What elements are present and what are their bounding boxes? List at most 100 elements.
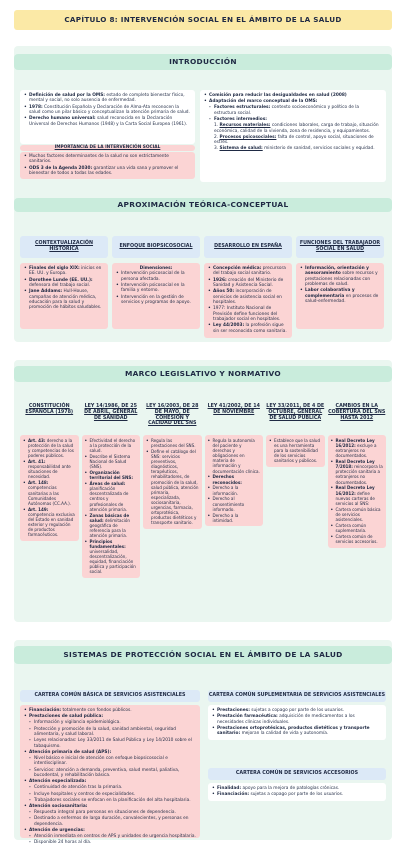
- item-label: Concepción médica:: [213, 266, 262, 271]
- list-item: ODS 3 de la Agenda 2030: garantizar una …: [24, 166, 191, 177]
- list-item: Años 50: incorporación de servicios de a…: [208, 289, 288, 305]
- list-item: Prestación farmacéutica: adquisición de …: [212, 714, 382, 725]
- item-text: Protección y promoción de la salud, sani…: [34, 726, 176, 738]
- list-item: Jane Addams: Hull-House, campañas de ate…: [24, 289, 104, 311]
- accessory-portfolio-card: Cartera común de servicios accesorios Fi…: [208, 768, 386, 812]
- item-label: Recursos materiales:: [219, 123, 271, 129]
- item-text: Disponible 24 horas al día.: [34, 840, 92, 846]
- item-label: Prestaciones de salud pública:: [29, 714, 104, 720]
- approach-column-title: Enfoque biopsicosocial: [112, 236, 200, 258]
- item-label: Jane Addams:: [29, 289, 63, 295]
- list-item: Finalidad: apoyo para la mejora de patol…: [212, 786, 382, 792]
- legal-column-title: Ley 41/2002, de 14 de noviembre: [207, 404, 260, 415]
- item-text: Cartera común suplementaria.: [335, 522, 367, 533]
- item-label: Labor colaborativa y complementaria: [305, 288, 355, 299]
- item-label: Derechos reconocidos:: [212, 474, 242, 485]
- supplementary-portfolio-title: Cartera común suplementaria de servicios…: [208, 690, 386, 702]
- list-item: Incluye hospitales y centros de especial…: [24, 791, 196, 798]
- item-text: estado de completo bienestar físico, men…: [29, 93, 185, 104]
- list-item: Respuesta integral para personas en situ…: [24, 810, 196, 816]
- list-item: Labor colaborativa y complementaria en p…: [300, 288, 380, 304]
- item-label: Principios fundamentales:: [89, 538, 126, 549]
- list-item: Finales del siglo XIX: inicios en EE. UU…: [24, 266, 104, 277]
- item-label: Real Decreto Ley 7/2018:: [335, 459, 375, 470]
- list-item: Atención primaria de salud (APS):: [24, 750, 196, 756]
- item-text: Intervención en la gestión de servicios …: [121, 294, 191, 306]
- list-item: Servicios: atención a demanda, preventiv…: [24, 768, 196, 779]
- item-label: Dorothee Lunde (EE. UU.):: [29, 277, 93, 283]
- item-text: ministerio de sanidad, servicios sociale…: [262, 146, 375, 152]
- list-item: Intervención psicosocial de la persona a…: [116, 271, 196, 282]
- item-text: Constitución Española y Declaración de A…: [29, 104, 190, 116]
- item-text: contexto socioeconómico y político de la…: [214, 105, 360, 116]
- list-item: 1926: creación del Ministerio de Sanidad…: [208, 278, 288, 289]
- item-text: universalidad, descentralización, equida…: [89, 548, 136, 575]
- item-number: 2.: [214, 134, 220, 140]
- item-text: apoyo para la mejora de patologías cróni…: [241, 786, 340, 791]
- list-item: Factores estructurales: contexto socioec…: [204, 105, 382, 116]
- legal-column: Ley 14/1986, de 25 de abril, General de …: [81, 404, 140, 579]
- item-label: Art. 43:: [28, 438, 46, 443]
- approach-column-title: Contextualización histórica: [20, 236, 108, 258]
- item-label: Atención de urgencias:: [29, 828, 85, 834]
- list-item: Disponible 24 horas al día.: [24, 840, 196, 846]
- item-text: competencia exclusiva del Estado en sani…: [28, 511, 75, 538]
- item-text: Cartera común de servicios accesorios.: [335, 533, 378, 544]
- item-label: Art. 149:: [28, 506, 49, 512]
- list-item: Cartera común básica de servicios asiste…: [331, 507, 384, 522]
- item-text: Trabajadores sociales se enfocan en la p…: [34, 797, 191, 803]
- list-item: Zonas básicas de salud: delimitación geo…: [85, 513, 138, 538]
- item-text: sobre recursos y prestaciones relacionad…: [305, 271, 378, 288]
- list-item: Establece que la salud es una herramient…: [269, 438, 322, 463]
- list-item: 1. Recursos materiales: condiciones labo…: [204, 123, 382, 134]
- intro-heading: Introducción: [14, 54, 392, 70]
- item-text: creación del Ministerio de Sanidad y Asi…: [213, 277, 284, 289]
- item-text: Derecho a la intimidad.: [212, 512, 239, 523]
- legal-column: Ley 16/2003, de 28 de mayo, de cohesión …: [143, 404, 202, 530]
- item-label: Art. 41:: [28, 459, 46, 465]
- list-item: Atención especializada:: [24, 779, 196, 785]
- item-text: Respuesta integral para personas en situ…: [34, 810, 176, 816]
- item-text: excluye a extranjeros no documentados.: [335, 443, 377, 459]
- item-text: Leyes relacionadas: Ley 33/2011 de Salud…: [34, 738, 192, 749]
- importance-card: Importancia de la intervención social Mu…: [20, 145, 195, 181]
- page-title: Capítulo 8: Intervención social en el ám…: [14, 10, 392, 30]
- item-text: inicios en EE. UU. y Europa.: [29, 266, 102, 277]
- item-text: 1977: Instituto Nacional de Previsión de…: [213, 306, 281, 323]
- legal-column-title: Constitución Española (1978): [25, 404, 74, 415]
- list-item: 3. Sistema de salud: ministerio de sanid…: [204, 146, 382, 151]
- intro-right-card: Comisión para reducir las desigualdades …: [200, 90, 386, 182]
- systems-heading: Sistemas de protección social en el ámbi…: [14, 646, 392, 664]
- list-item: Efectividad el derecho a la protección d…: [85, 438, 138, 453]
- item-text: responsabilidad ante situaciones de nece…: [28, 464, 71, 480]
- item-text: condiciones laborales, carga de trabajo,…: [214, 123, 379, 134]
- supplementary-portfolio-card: Cartera común suplementaria de servicios…: [208, 690, 386, 758]
- item-text: Establece que la salud es una herramient…: [274, 438, 321, 464]
- item-text: Incluye hospitales y centros de especial…: [34, 791, 136, 797]
- item-label: Zonas básicas de salud:: [89, 512, 130, 523]
- item-text: reincorpora la protección sanitaria a ex…: [335, 464, 383, 485]
- legal-column: Ley 33/2011, de 4 de octubre, General de…: [266, 404, 325, 468]
- list-item: Organización territorial del SNS:: [85, 470, 138, 480]
- item-text: la profesión sigue sin ser reconocida co…: [213, 323, 287, 334]
- approach-heading: Aproximación teórica-conceptual: [14, 198, 392, 212]
- item-text: Continuidad de atención tras la primaria…: [34, 785, 123, 791]
- list-item: 1977: Instituto Nacional de Previsión de…: [208, 306, 288, 322]
- basic-portfolio-title: Cartera común básica de servicios asiste…: [20, 690, 200, 702]
- item-text: Nivel básico e inicial de atención con e…: [34, 756, 168, 767]
- list-item: Nivel básico e inicial de atención con e…: [24, 756, 196, 767]
- item-text: Cartera común básica de servicios asiste…: [335, 506, 381, 522]
- list-item: Derecho al consentimiento informado.: [208, 496, 261, 511]
- list-item: Real Decreto Ley 16/2012: define nuevas …: [331, 485, 384, 505]
- legal-heading: Marco legislativo y normativo: [14, 366, 392, 382]
- legal-column-title: Ley 33/2011, de 4 de octubre, General de…: [266, 404, 325, 421]
- item-label: ODS 3 de la Agenda 2030:: [29, 165, 93, 171]
- list-item: Protección y promoción de la salud, sani…: [24, 727, 196, 738]
- item-label: Atención especializada:: [29, 779, 87, 785]
- list-item: Describe el Sistema Nacional de Salud (S…: [85, 454, 138, 469]
- intro-left-card: Definición de salud por la OMS: estado d…: [20, 90, 195, 144]
- item-text: sujetas a copago por parte de los usuari…: [249, 792, 344, 798]
- legal-column-title: Ley 16/2003, de 28 de mayo, de cohesión …: [146, 404, 199, 427]
- approach-column-title: Funciones del trabajador social en salud: [296, 236, 384, 258]
- approach-column: Contextualización históricaFinales del s…: [20, 236, 108, 329]
